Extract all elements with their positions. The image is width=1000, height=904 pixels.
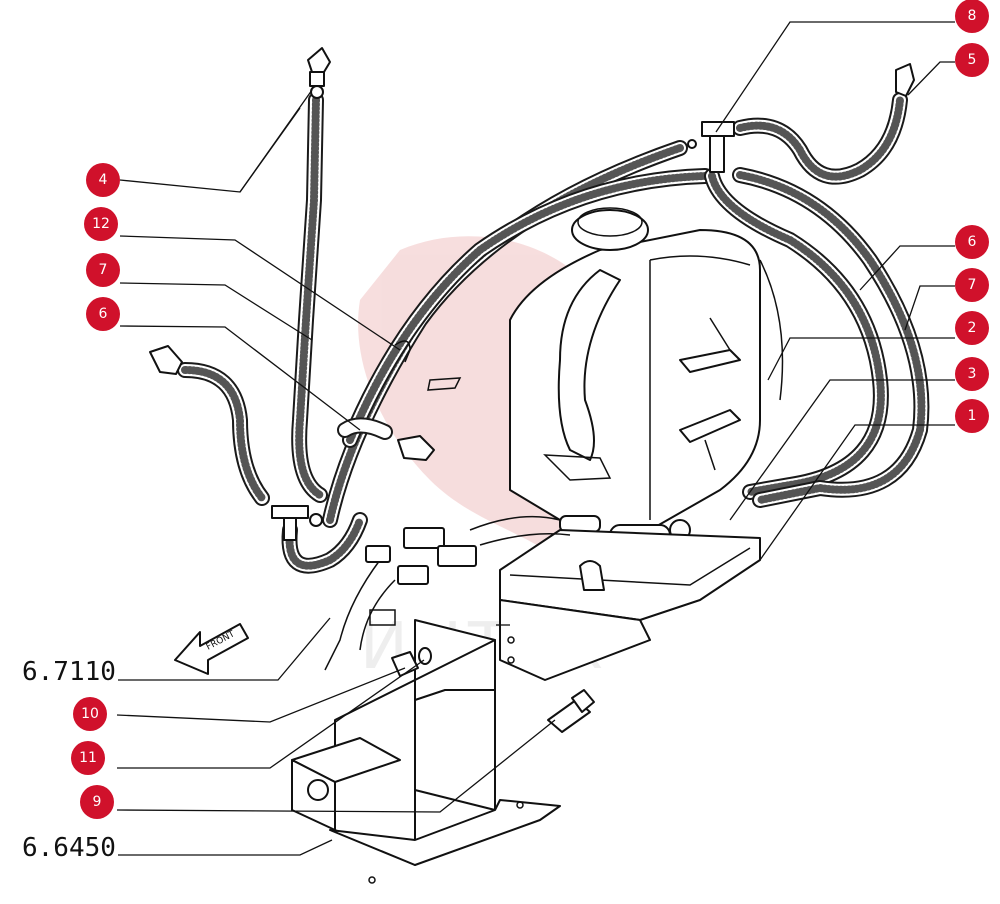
nozzle-middle bbox=[397, 435, 435, 461]
svg-text:7: 7 bbox=[99, 262, 108, 278]
connector-b bbox=[437, 545, 477, 567]
callout-11: 11 bbox=[71, 741, 105, 775]
support-bracket bbox=[291, 619, 561, 884]
svg-text:8: 8 bbox=[968, 8, 977, 24]
front-arrow: FRONT bbox=[174, 623, 249, 675]
callout-6-right: 6 bbox=[955, 225, 989, 259]
connector-c bbox=[365, 545, 391, 563]
svg-text:3: 3 bbox=[968, 366, 977, 382]
svg-text:5: 5 bbox=[968, 52, 977, 68]
svg-text:4: 4 bbox=[99, 172, 108, 188]
svg-text:9: 9 bbox=[93, 794, 102, 810]
tee-fitting-left bbox=[271, 505, 323, 541]
nozzle-top-right bbox=[895, 63, 915, 97]
callout-1: 1 bbox=[955, 399, 989, 433]
mounting-tray bbox=[499, 529, 761, 681]
hose-left-lower bbox=[177, 362, 270, 506]
bolt-part-9 bbox=[547, 689, 595, 733]
connector-d bbox=[397, 565, 429, 585]
hose-right-loop-b bbox=[732, 167, 930, 508]
callout-6-left: 6 bbox=[86, 297, 120, 331]
reference-number-top: 6.7110 bbox=[22, 657, 116, 687]
washer-reservoir bbox=[509, 207, 784, 550]
callout-2: 2 bbox=[955, 311, 989, 345]
hose-tee-lower bbox=[281, 512, 368, 574]
callout-7-right: 7 bbox=[955, 268, 989, 302]
washer-part-11 bbox=[418, 647, 432, 665]
hose-arch-inner bbox=[342, 168, 713, 448]
wiring-harness bbox=[324, 515, 571, 671]
svg-text:6: 6 bbox=[968, 234, 977, 250]
nozzle-left bbox=[149, 345, 183, 375]
hose-left-tall bbox=[291, 92, 328, 503]
callout-8: 8 bbox=[955, 0, 989, 33]
reservoir-strap bbox=[557, 269, 621, 461]
svg-text:10: 10 bbox=[81, 706, 99, 722]
svg-text:6: 6 bbox=[99, 306, 108, 322]
hose-top-right bbox=[732, 92, 908, 185]
svg-text:7: 7 bbox=[968, 277, 977, 293]
leader-lines bbox=[116, 21, 955, 856]
hose-right-loop-a bbox=[704, 168, 889, 500]
callout-10: 10 bbox=[73, 697, 107, 731]
callout-5: 5 bbox=[955, 43, 989, 77]
callout-9: 9 bbox=[80, 785, 114, 819]
callout-3: 3 bbox=[955, 357, 989, 391]
clip-part-12 bbox=[394, 340, 462, 391]
connector-a bbox=[403, 527, 445, 549]
svg-text:11: 11 bbox=[79, 750, 97, 766]
callout-7-left: 7 bbox=[86, 253, 120, 287]
hoses bbox=[177, 92, 930, 574]
reference-number-bottom: 6.6450 bbox=[22, 833, 116, 863]
reservoir-cap bbox=[571, 209, 649, 251]
callout-4: 4 bbox=[86, 163, 120, 197]
bracket-base bbox=[329, 799, 561, 866]
callouts: 4 12 7 6 8 5 6 7 bbox=[71, 0, 989, 819]
svg-text:2: 2 bbox=[968, 320, 977, 336]
hose-short-middle bbox=[337, 417, 393, 440]
tee-fitting-top bbox=[687, 121, 735, 173]
callout-12: 12 bbox=[84, 207, 118, 241]
svg-text:12: 12 bbox=[92, 216, 110, 232]
svg-text:1: 1 bbox=[968, 408, 977, 424]
